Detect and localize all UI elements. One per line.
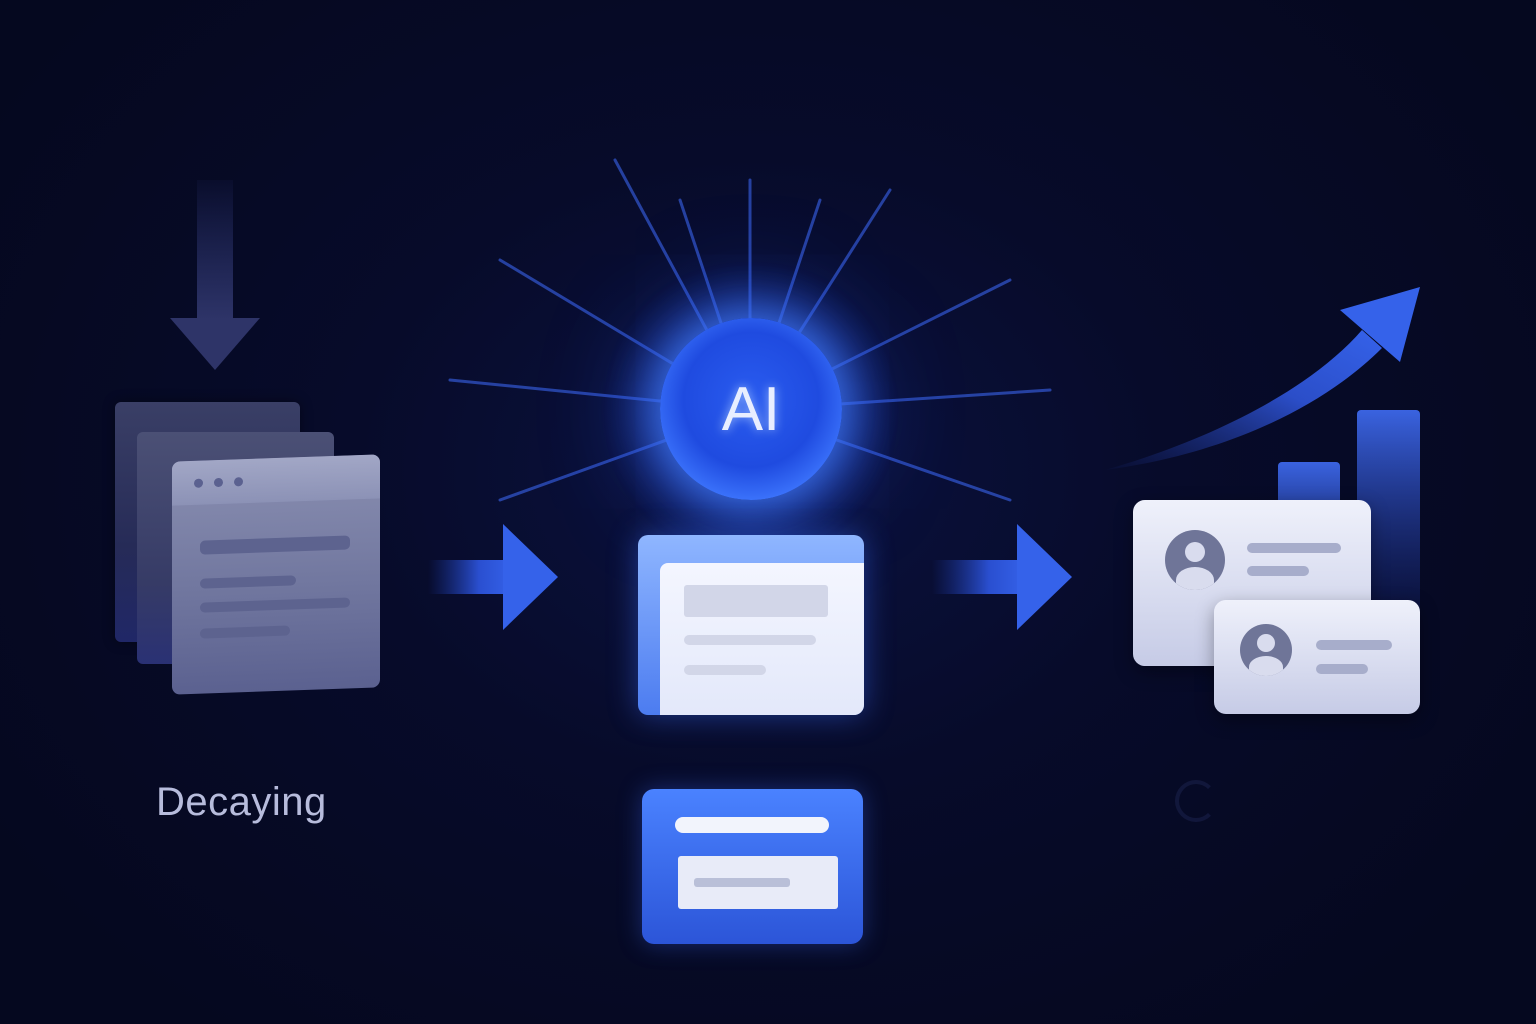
decaying-stage: Decaying bbox=[0, 0, 380, 824]
loading-spinner-icon bbox=[1175, 780, 1217, 822]
user-avatar-icon bbox=[1240, 624, 1292, 676]
form-field bbox=[678, 856, 838, 909]
text-line bbox=[200, 575, 296, 589]
ai-stage: AI bbox=[0, 0, 1052, 944]
contact-card bbox=[1214, 600, 1420, 714]
document-header-block bbox=[684, 585, 828, 617]
decaying-label: Decaying bbox=[156, 780, 327, 824]
document-page-front bbox=[172, 454, 380, 695]
ai-badge-text: AI bbox=[721, 374, 781, 444]
text-line bbox=[1316, 664, 1368, 674]
processed-document-card bbox=[638, 535, 864, 715]
text-line bbox=[684, 665, 766, 675]
growth-stage bbox=[0, 0, 1420, 822]
text-line bbox=[1247, 543, 1341, 553]
text-line bbox=[1247, 566, 1309, 576]
text-line bbox=[200, 597, 350, 613]
text-line bbox=[694, 878, 790, 887]
text-line bbox=[200, 535, 350, 555]
trend-up-arrow-icon bbox=[1105, 287, 1420, 470]
down-arrow-icon bbox=[170, 180, 260, 370]
text-line bbox=[200, 625, 290, 639]
right-arrow-icon bbox=[932, 524, 1072, 630]
form-card bbox=[642, 789, 863, 944]
form-title-bar bbox=[675, 817, 829, 833]
right-arrow-icon bbox=[428, 524, 558, 630]
document-body bbox=[660, 563, 864, 715]
window-title-bar bbox=[172, 454, 380, 506]
text-line bbox=[684, 635, 816, 645]
text-line bbox=[1316, 640, 1392, 650]
ai-badge: AI bbox=[660, 318, 842, 500]
user-avatar-icon bbox=[1165, 530, 1225, 590]
